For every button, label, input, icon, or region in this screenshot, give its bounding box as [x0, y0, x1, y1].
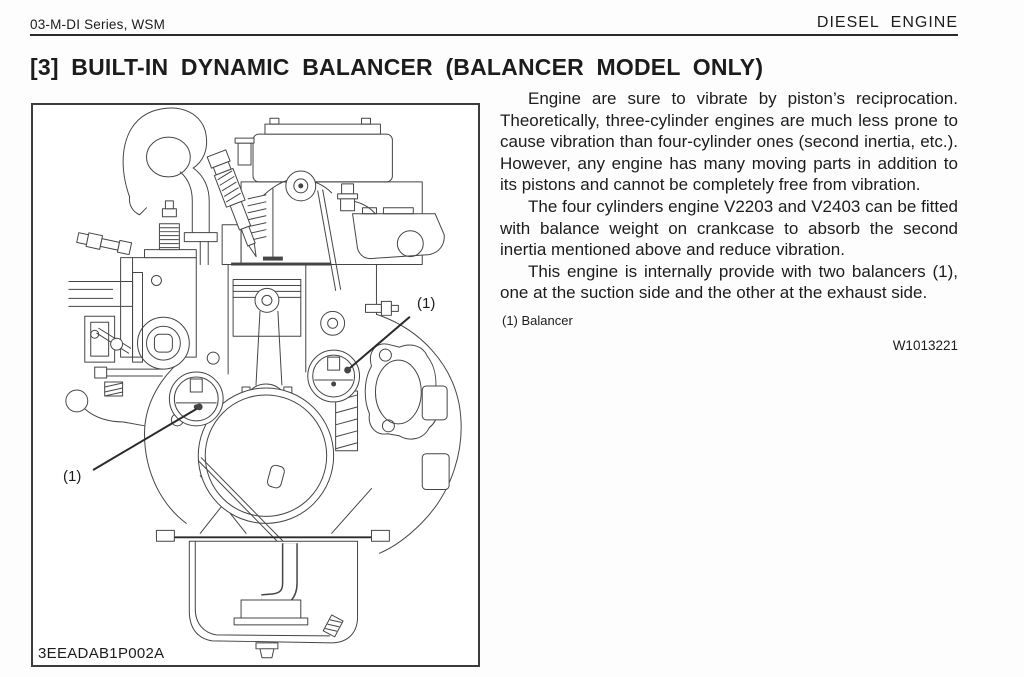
section-title: [3] BUILT-IN DYNAMIC BALANCER (BALANCER …: [30, 54, 764, 80]
engine-figure: (1) (1) 3EEADAB1P002A: [31, 103, 480, 667]
legend-balancer: (1) Balancer: [502, 312, 573, 328]
engine-cross-section-drawing: [65, 107, 462, 659]
header-series-label: 03-M-DI Series, WSM: [30, 17, 166, 32]
paragraph-balance-weight: The four cylinders engine V2203 and V240…: [500, 196, 958, 260]
body-text-column: Engine are sure to vibrate by piston’s r…: [500, 88, 958, 357]
paragraph-two-balancers: This engine is internally provide with t…: [500, 261, 958, 303]
header-section-label: DIESEL ENGINE: [816, 14, 958, 31]
reference-code: W1013221: [892, 337, 958, 353]
balancer-right: [307, 349, 361, 403]
callout-leader-lines: [92, 316, 411, 471]
figure-callout-1: (1): [417, 295, 436, 312]
balancer-left: [168, 371, 224, 427]
page-header: 03-M-DI Series, WSM DIESEL ENGINE: [30, 6, 958, 36]
figure-caption: 3EEADAB1P002A: [38, 645, 165, 662]
figure-callout-2: (1): [63, 468, 82, 485]
paragraph-vibration: Engine are sure to vibrate by piston’s r…: [500, 89, 958, 195]
